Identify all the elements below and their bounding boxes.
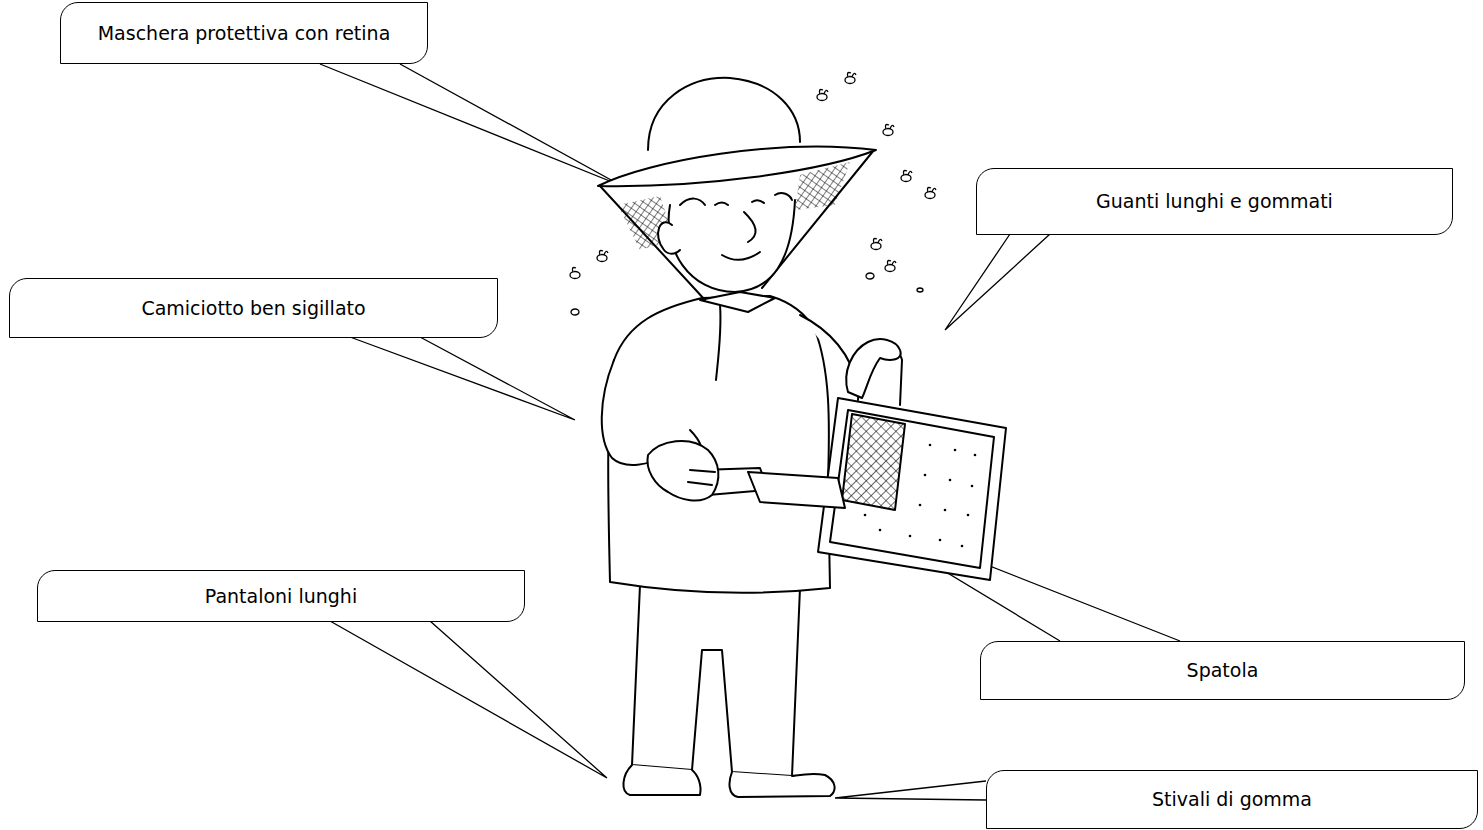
callout-box: Guanti lunghi e gommati [976,168,1453,235]
callout-box: Camiciotto ben sigillato [9,278,498,338]
beekeeper [598,78,1006,797]
callout-text: Stivali di gomma [1152,788,1312,811]
callout-box: Spatola [980,641,1465,700]
callout-text: Pantaloni lunghi [205,585,357,608]
callout-text: Guanti lunghi e gommati [1096,190,1333,213]
callout-text: Maschera protettiva con retina [98,22,391,45]
bees [570,73,936,316]
callout-text: Camiciotto ben sigillato [141,297,365,320]
callout-box: Maschera protettiva con retina [60,2,428,64]
callout-box: Stivali di gomma [986,770,1478,829]
callout-text: Spatola [1187,659,1259,682]
callout-box: Pantaloni lunghi [37,570,525,622]
